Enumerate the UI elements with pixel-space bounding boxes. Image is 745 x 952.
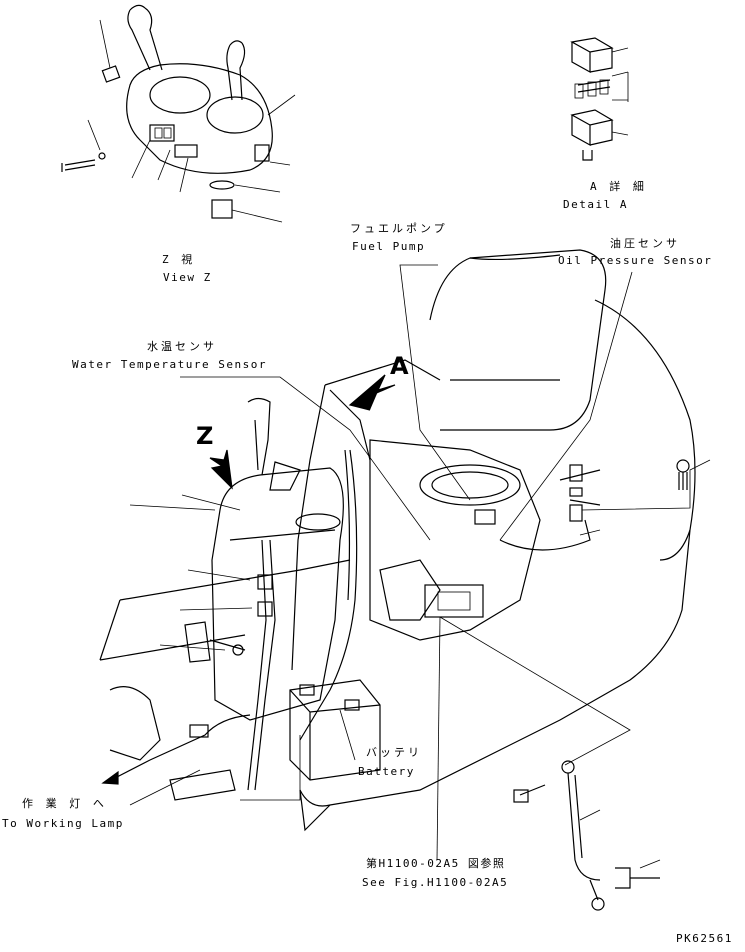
water-temp-label-jp: 水温センサ [147,340,217,353]
arrow-z-label: Z [196,422,214,450]
water-temp-label-en: Water Temperature Sensor [72,358,267,371]
oil-pressure-label-jp: 油圧センサ [610,237,680,250]
working-lamp-label-en: To Working Lamp [2,817,124,830]
working-lamp-label-jp: 作 業 灯 へ [22,797,107,810]
fuel-pump-label-en: Fuel Pump [352,240,426,253]
view-z-console-illustration [61,4,296,223]
fuel-pump-label-jp: フュエルポンプ [350,222,448,235]
view-z-label-en: View Z [163,271,212,284]
oil-pressure-label-en: Oil Pressure Sensor [558,254,713,267]
detail-a-label-jp: A 詳 細 [590,180,647,193]
detail-a-label-en: Detail A [563,198,628,211]
battery-label-jp: バッテリ [366,746,422,759]
battery-label-en: Battery [358,765,415,778]
see-fig-label-jp: 第H1100-02A5 図参照 [366,857,506,870]
view-z-label-jp: Z 視 [162,253,196,266]
detail-a-relay-illustration [570,37,629,161]
see-fig-label-en: See Fig.H1100-02A5 [362,876,509,889]
drawing-code: PK62561 [676,932,733,945]
arrow-a-label: A [390,352,409,380]
machine-illustration [99,249,711,911]
